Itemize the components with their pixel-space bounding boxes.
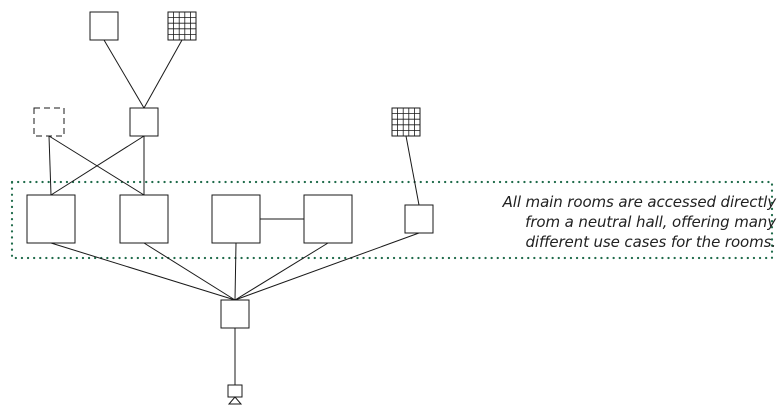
connection-line-main-room-2-to-neutral-hall [143, 242, 236, 301]
dashed-room [33, 107, 65, 137]
main-room-2 [119, 194, 169, 244]
top-left-room [89, 11, 119, 41]
entrance-arrow-icon [227, 396, 243, 405]
connection-line-main-room-4-to-neutral-hall [234, 242, 329, 301]
right-grid-room [391, 107, 421, 137]
neutral-hall [220, 299, 250, 329]
connection-line-main-room-5-to-neutral-hall [234, 232, 420, 301]
connection-line-right-grid-room-to-main-room-5 [405, 135, 420, 206]
connection-line-top-right-room-to-upper-connector-room [143, 39, 183, 109]
main-room-4 [303, 194, 353, 244]
connection-line-dashed-room-to-main-room-1 [48, 135, 52, 196]
note-line-1: All main rooms are accessed directly [502, 193, 777, 211]
diagram-note: All main rooms are accessed directly fro… [446, 192, 777, 252]
connection-line-main-room-1-to-neutral-hall [50, 242, 236, 301]
main-room-5 [404, 204, 434, 234]
connection-line-upper-connector-room-to-main-room-1 [50, 135, 145, 196]
connection-line-dashed-room-to-main-room-2 [48, 135, 145, 196]
main-room-1 [26, 194, 76, 244]
top-right-room [167, 11, 197, 41]
main-rooms-zone [10, 180, 774, 260]
upper-connector-room [129, 107, 159, 137]
connection-line-main-room-3-to-neutral-hall [234, 242, 237, 301]
note-line-3: different use cases for the rooms. [525, 233, 776, 251]
entrance [227, 384, 243, 405]
main-room-3 [211, 194, 261, 244]
note-line-2: from a neutral hall, offering many [525, 213, 776, 231]
connection-line-top-left-room-to-upper-connector-room [103, 39, 145, 109]
